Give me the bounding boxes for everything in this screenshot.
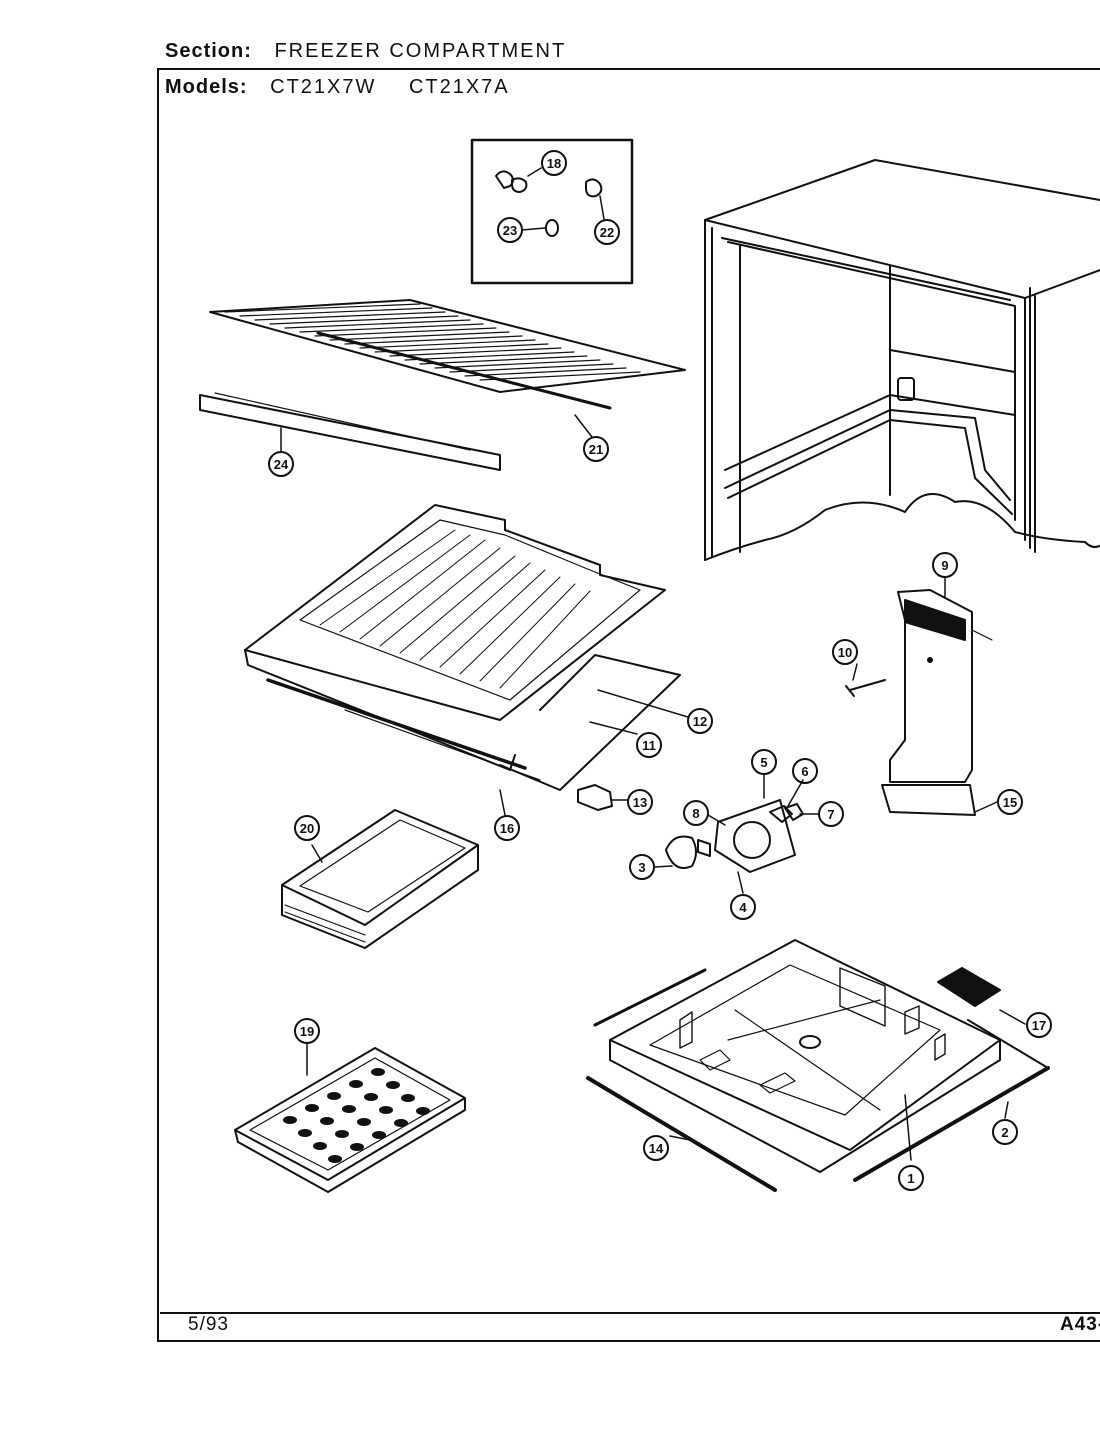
- svg-text:1: 1: [907, 1171, 914, 1186]
- callout-15: 15: [997, 789, 1023, 815]
- svg-text:7: 7: [827, 807, 834, 822]
- screw-head-icon: [545, 219, 559, 237]
- callout-12: 12: [687, 708, 713, 734]
- callout-6: 6: [792, 758, 818, 784]
- callout-8: 8: [683, 800, 709, 826]
- side-rail: [593, 968, 707, 1027]
- svg-text:6: 6: [801, 764, 808, 779]
- cap-icon: [585, 178, 603, 198]
- diagram-frame: [157, 68, 1100, 1342]
- svg-text:22: 22: [600, 225, 614, 240]
- date-code: 5/93: [188, 1314, 229, 1335]
- wire-shelf: [199, 299, 686, 471]
- callout-21: 21: [583, 436, 609, 462]
- damper-assembly: [665, 799, 804, 873]
- floor-rail: [853, 1066, 1050, 1182]
- crisper-glass: [499, 654, 681, 791]
- shelf-front-trim: [199, 394, 501, 471]
- callout-19: 19: [294, 1018, 320, 1044]
- footer-rule: [160, 1312, 1100, 1314]
- callout-20: 20: [294, 815, 320, 841]
- knob-icon: [495, 170, 514, 189]
- ice-tray: [234, 1047, 466, 1193]
- svg-text:5: 5: [760, 755, 767, 770]
- leader-lines: [280, 414, 1026, 1161]
- section-heading: Section: FREEZER COMPARTMENT: [165, 40, 566, 63]
- model-number: CT21X7A: [408, 76, 510, 98]
- svg-text:3: 3: [638, 860, 645, 875]
- svg-text:9: 9: [941, 558, 948, 573]
- callout-17: 17: [1026, 1012, 1052, 1038]
- crisper-cover: [244, 504, 681, 791]
- section-value: FREEZER COMPARTMENT: [274, 40, 567, 62]
- models-heading: Models: CT21X7W CT21X7A: [165, 76, 536, 99]
- cabinet-outline: [704, 159, 1100, 561]
- svg-text:4: 4: [739, 900, 747, 915]
- drawer-pan: [281, 809, 479, 949]
- svg-text:15: 15: [1003, 795, 1017, 810]
- callout-5: 5: [751, 749, 777, 775]
- callout-10: 10: [832, 639, 858, 665]
- callout-14: 14: [643, 1135, 669, 1161]
- svg-text:24: 24: [274, 457, 289, 472]
- section-label: Section:: [165, 40, 252, 62]
- svg-text:20: 20: [300, 821, 314, 836]
- svg-text:16: 16: [500, 821, 514, 836]
- front-rail: [586, 1076, 777, 1192]
- callout-1: 1: [898, 1165, 924, 1191]
- floor-cover: [937, 967, 1001, 1007]
- callout-24: 24: [268, 451, 294, 477]
- page-code: A43-: [1060, 1314, 1100, 1335]
- svg-text:17: 17: [1032, 1018, 1046, 1033]
- screw-icon: [845, 679, 886, 697]
- small-parts-inset: [470, 138, 634, 285]
- callout-16: 16: [494, 815, 520, 841]
- motor-icon: [665, 835, 697, 869]
- bracket-icon: [577, 784, 613, 811]
- svg-text:19: 19: [300, 1024, 314, 1039]
- callout-4: 4: [730, 894, 756, 920]
- svg-text:21: 21: [589, 442, 603, 457]
- svg-text:8: 8: [692, 806, 699, 821]
- svg-text:13: 13: [633, 795, 647, 810]
- svg-text:2: 2: [1001, 1125, 1008, 1140]
- callout-11: 11: [636, 732, 662, 758]
- crisper-trim: [266, 678, 527, 770]
- callout-2: 2: [992, 1119, 1018, 1145]
- callout-3: 3: [629, 854, 655, 880]
- svg-text:18: 18: [547, 156, 561, 171]
- freezer-floor: [586, 939, 1050, 1192]
- callout-13: 13: [627, 789, 653, 815]
- svg-text:23: 23: [503, 223, 517, 238]
- svg-text:12: 12: [693, 714, 707, 729]
- models-label: Models:: [165, 76, 248, 98]
- model-number: CT21X7W: [270, 76, 377, 98]
- callout-23: 23: [497, 217, 523, 243]
- svg-text:11: 11: [642, 738, 656, 753]
- callout-9: 9: [932, 552, 958, 578]
- callout-7: 7: [818, 801, 844, 827]
- svg-text:10: 10: [838, 645, 852, 660]
- callout-22: 22: [594, 219, 620, 245]
- air-duct: [845, 589, 993, 816]
- callout-18: 18: [541, 150, 567, 176]
- svg-text:14: 14: [649, 1141, 664, 1156]
